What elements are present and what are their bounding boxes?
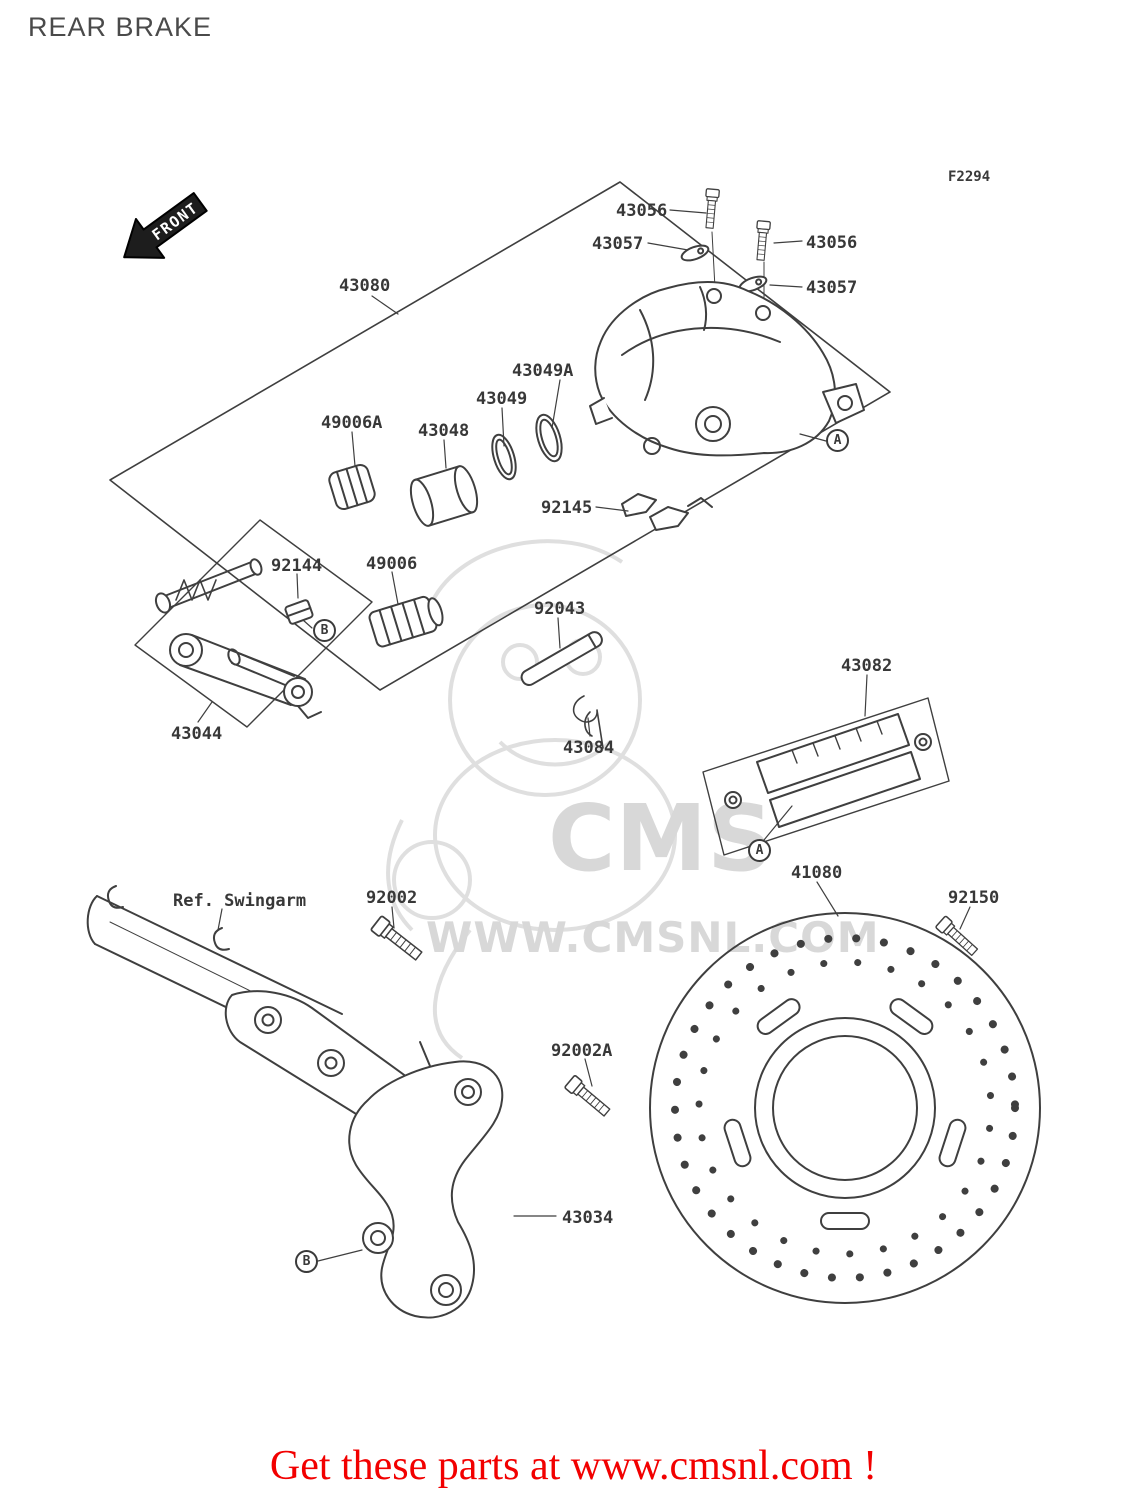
ref-swingarm-label: Ref. Swingarm: [173, 891, 307, 911]
part-label-41080: 41080: [791, 863, 843, 883]
part-label-43080: 43080: [339, 276, 391, 296]
clip-92144: [284, 599, 314, 625]
callout-b-lever: B: [313, 619, 336, 642]
bolt-92150: [934, 914, 981, 959]
lever-assembly-box: [134, 519, 373, 728]
piston-and-seals: [328, 413, 563, 527]
part-label-92043: 92043: [534, 599, 586, 619]
part-label-49006a: 49006A: [321, 413, 383, 433]
part-label-43082: 43082: [841, 656, 893, 676]
brake-disc: [649, 912, 1041, 1304]
part-label-43056-top: 43056: [616, 201, 668, 221]
piston-43048: [409, 465, 479, 527]
part-label-92145: 92145: [541, 498, 593, 518]
figure-code: F2294: [948, 169, 991, 185]
brake-pads: [702, 697, 950, 856]
part-label-43057-top: 43057: [592, 234, 644, 254]
part-label-43034: 43034: [562, 1208, 614, 1228]
callout-a-caliper: A: [826, 429, 849, 452]
footer-cmsnl-link[interactable]: Get these parts at www.cmsnl.com !: [269, 1443, 878, 1489]
swingarm-ref: [86, 885, 343, 1051]
leader-lines: [197, 209, 971, 1262]
lever-assembly: [154, 558, 444, 719]
seal-43049a: [535, 413, 563, 463]
part-label-43049: 43049: [476, 389, 528, 409]
part-label-43057-right: 43057: [806, 278, 858, 298]
part-label-92002a: 92002A: [551, 1041, 613, 1061]
part-label-92144: 92144: [271, 556, 323, 576]
part-label-43049a: 43049A: [512, 361, 574, 381]
part-label-43056-right: 43056: [806, 233, 858, 253]
callout-b-bracket: B: [295, 1250, 318, 1273]
part-label-49006: 49006: [366, 554, 418, 574]
part-label-92002: 92002: [366, 888, 418, 908]
boot-49006a: [328, 463, 376, 511]
front-arrow-icon: FRONT: [123, 192, 208, 259]
part-label-43044: 43044: [171, 724, 223, 744]
callout-a-pads: A: [748, 839, 771, 862]
part-label-92150: 92150: [948, 888, 1000, 908]
part-label-43048: 43048: [418, 421, 470, 441]
pad-spring-92145: [621, 493, 713, 531]
bolt-92002a: [563, 1074, 613, 1120]
boot-49006: [368, 595, 444, 648]
part-label-43084: 43084: [563, 738, 615, 758]
page-title: REAR BRAKE: [28, 12, 213, 42]
caliper-bracket-43034: [348, 1041, 504, 1319]
watermark-url-text: WWW.CMSNL.COM: [426, 913, 880, 962]
brake-caliper: [589, 281, 865, 457]
bolt-92002: [369, 914, 426, 965]
seal-43049: [491, 433, 517, 481]
